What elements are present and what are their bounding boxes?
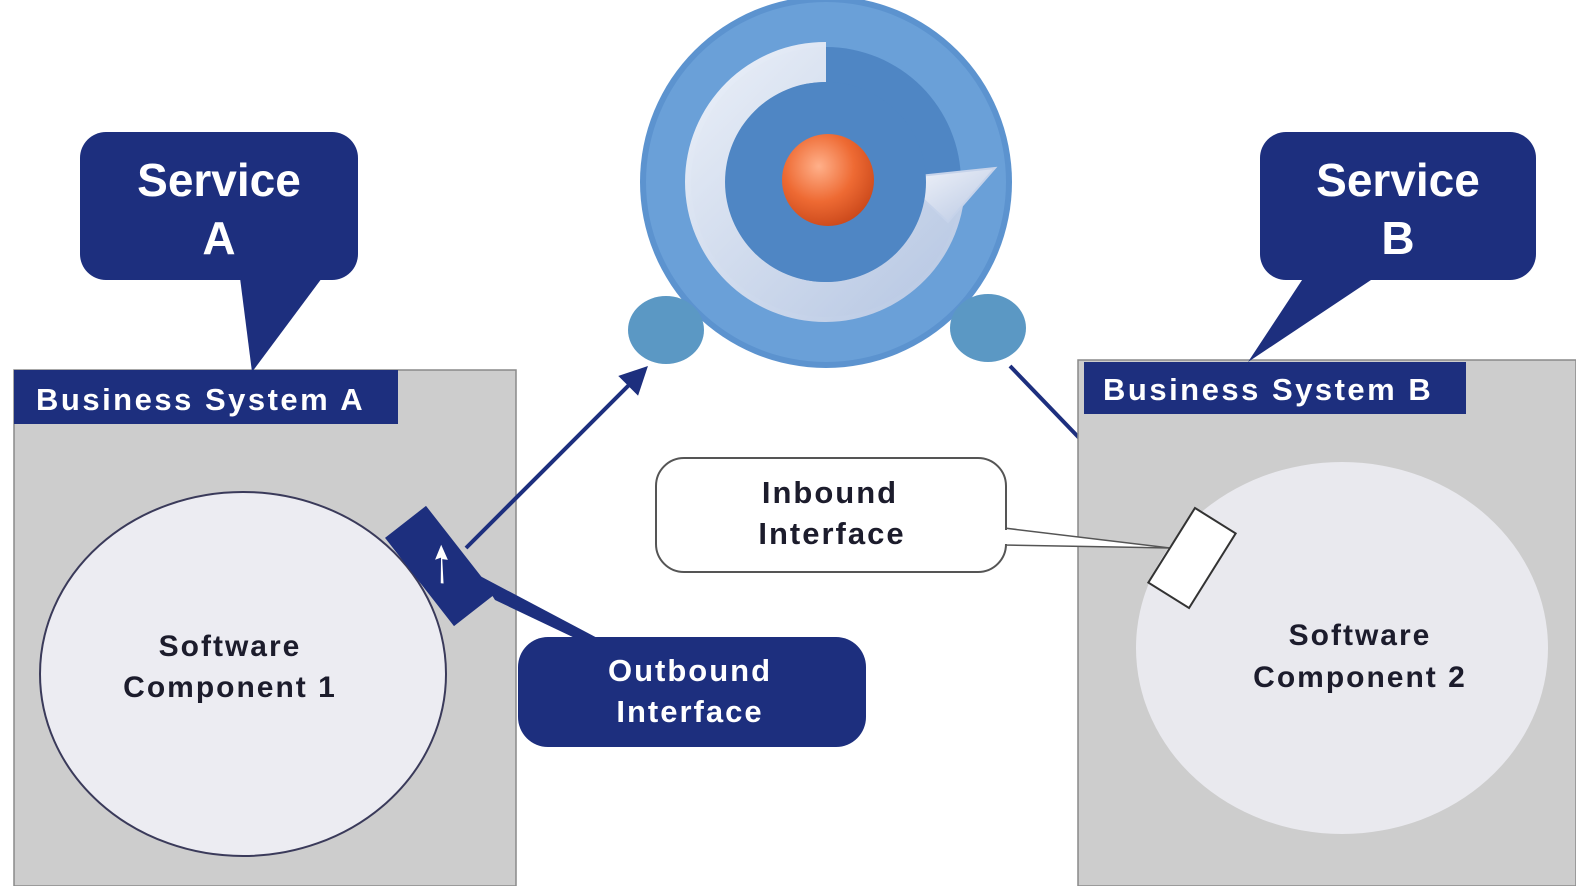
outbound-port-icon	[385, 505, 495, 627]
system-b-header	[1084, 362, 1466, 414]
service-a-title: Service	[137, 154, 301, 206]
integration-hub-icon	[640, 0, 1012, 368]
outbound-interface-line2: Interface	[616, 694, 763, 729]
component-1-line2: Component 1	[123, 671, 337, 704]
inbound-port-icon	[1146, 506, 1238, 610]
service-b-title: Service	[1316, 154, 1480, 206]
inbound-interface-line2: Interface	[758, 516, 905, 551]
service-a-callout: Service A	[80, 132, 358, 372]
system-a-header	[14, 370, 398, 424]
inbound-interface-line1: Inbound	[762, 475, 898, 510]
inbound-interface-callout: Inbound Interface	[655, 457, 1171, 573]
outbound-interface-line1: Outbound	[608, 653, 772, 688]
service-a-letter: A	[202, 212, 235, 264]
system-a-label: Business System A	[36, 382, 365, 417]
component-2-line2: Component 2	[1253, 661, 1467, 694]
service-b-letter: B	[1381, 212, 1414, 264]
outbound-arrow	[464, 366, 648, 550]
outbound-interface-callout: Outbound Interface	[480, 576, 866, 747]
hub-right-node	[950, 294, 1026, 362]
software-component-2: Software Component 2	[1136, 462, 1548, 834]
component-2-line1: Software	[1289, 619, 1432, 652]
system-b-label: Business System B	[1103, 372, 1433, 407]
service-b-callout: Service B	[1248, 132, 1536, 362]
component-1-line1: Software	[159, 630, 302, 663]
software-component-1: Software Component 1	[39, 491, 447, 857]
hub-left-node	[628, 296, 704, 364]
